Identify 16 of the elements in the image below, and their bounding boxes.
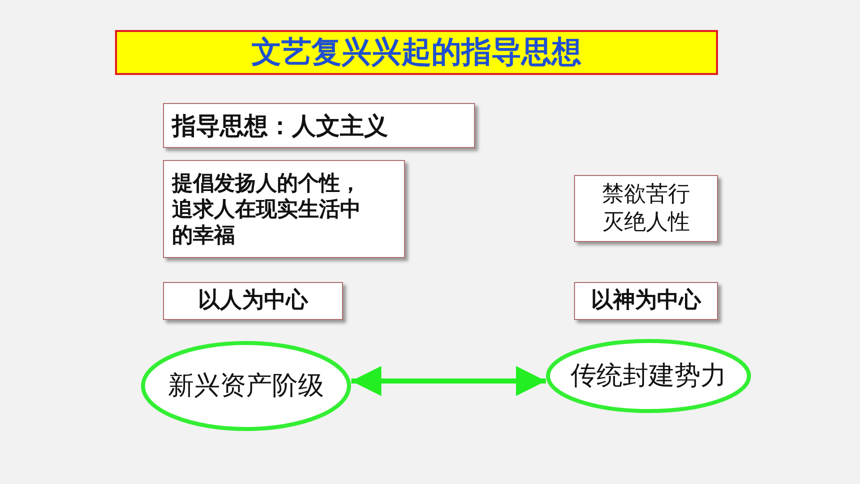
text-box [574,175,718,242]
text-box [163,103,475,148]
ellipse-node [140,340,352,432]
text-box [574,282,718,320]
text-box [163,160,405,258]
double-arrow [351,366,546,396]
text-box [163,282,343,320]
node-text: 提倡发扬人的个性，追求人在现实生活中的幸福 [172,170,362,248]
node-text: 传统封建势力 [570,360,726,392]
node-text: 指导思想：人文主义 [172,110,388,140]
node-text: 以人为中心 [198,287,308,315]
node-text: 新兴资产阶级 [168,370,324,402]
ellipse-node [545,338,752,414]
title-banner: 文艺复兴兴起的指导思想 [115,30,718,75]
node-text: 禁欲苦行灭绝人性 [601,181,691,236]
node-text: 以神为中心 [591,287,701,315]
